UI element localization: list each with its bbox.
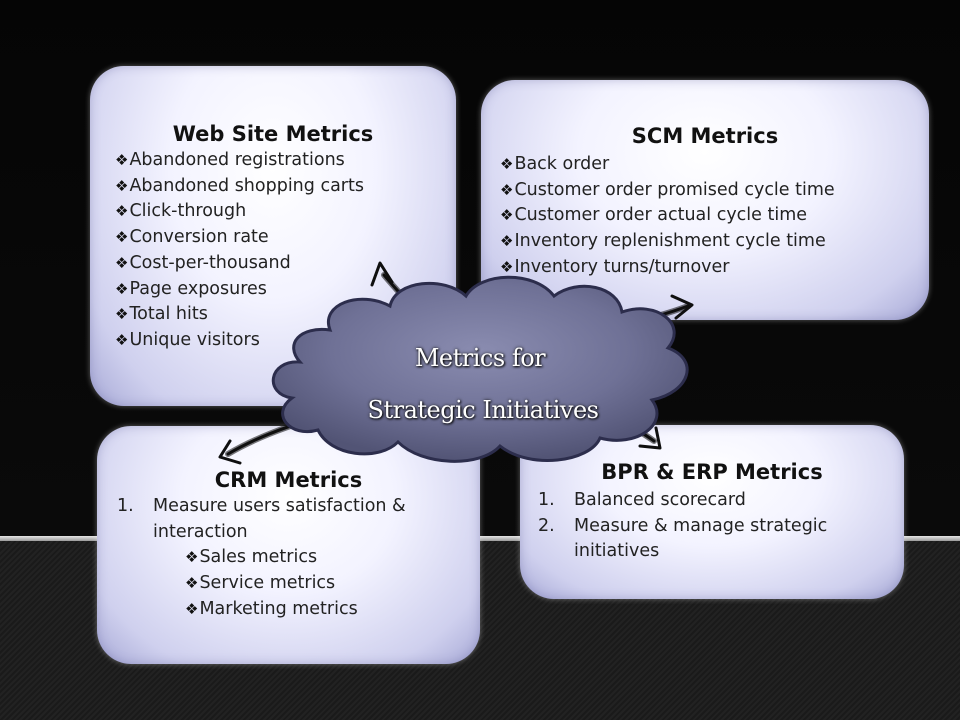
sub-list-item: ❖Service metrics xyxy=(185,573,336,594)
bpr-erp-metrics-title: BPR & ERP Metrics xyxy=(601,460,823,484)
numbered-item-continuation: interaction xyxy=(153,521,248,542)
list-item: ❖Page exposures xyxy=(115,278,267,299)
diamond-bullet-icon: ❖ xyxy=(500,155,514,173)
diamond-bullet-icon: ❖ xyxy=(115,330,129,349)
crm-metrics-title: CRM Metrics xyxy=(214,468,363,492)
diamond-bullet-icon: ❖ xyxy=(500,206,514,225)
web-site-metrics-list: ❖Abandoned registrations ❖Abandoned shop… xyxy=(90,148,456,354)
diamond-bullet-icon: ❖ xyxy=(115,228,129,247)
diamond-bullet-icon: ❖ xyxy=(500,232,514,251)
diamond-bullet-icon: ❖ xyxy=(115,151,129,169)
scm-metrics-panel: SCM Metrics ❖Back order ❖Customer order … xyxy=(481,80,929,320)
list-item: ❖Total hits xyxy=(115,304,208,325)
diamond-bullet-icon: ❖ xyxy=(500,180,514,199)
diamond-bullet-icon: ❖ xyxy=(115,279,129,298)
list-item: ❖Cost-per-thousand xyxy=(115,252,291,273)
list-item: ❖Inventory replenishment cycle time xyxy=(500,231,826,252)
scm-metrics-title: SCM Metrics xyxy=(631,124,779,148)
diamond-bullet-icon: ❖ xyxy=(500,257,514,276)
diamond-bullet-icon: ❖ xyxy=(185,574,199,593)
numbered-item-continuation: initiatives xyxy=(574,541,660,562)
list-item: ❖Unique visitors xyxy=(115,329,260,350)
background-divider xyxy=(0,536,960,541)
list-item: ❖Conversion rate xyxy=(115,227,269,248)
bpr-erp-metrics-list: 1.Balanced scorecard 2.Measure & manage … xyxy=(520,488,904,565)
list-item: ❖Customer order actual cycle time xyxy=(500,205,808,226)
numbered-item: 2.Measure & manage strategic xyxy=(538,514,904,540)
diamond-bullet-icon: ❖ xyxy=(185,599,199,618)
list-item: ❖Back order xyxy=(500,154,610,174)
numbered-item: 1.Balanced scorecard xyxy=(538,488,904,514)
sub-list-item: ❖Marketing metrics xyxy=(185,598,358,619)
item-number: 2. xyxy=(538,515,555,536)
center-title-line-1: Metrics for xyxy=(414,344,546,372)
crm-metrics-panel: CRM Metrics 1.Measure users satisfaction… xyxy=(97,426,480,664)
list-item: ❖Abandoned registrations xyxy=(115,150,345,170)
list-item: ❖Customer order promised cycle time xyxy=(500,179,835,200)
web-site-metrics-panel: Web Site Metrics ❖Abandoned registration… xyxy=(90,66,456,406)
diamond-bullet-icon: ❖ xyxy=(115,253,129,272)
item-number: 1. xyxy=(538,490,555,510)
diamond-bullet-icon: ❖ xyxy=(185,548,199,567)
web-site-metrics-title: Web Site Metrics xyxy=(172,122,374,146)
sub-list-item: ❖Sales metrics xyxy=(185,547,318,568)
diamond-bullet-icon: ❖ xyxy=(115,202,129,221)
numbered-item: 1.Measure users satisfaction & xyxy=(117,494,480,520)
diamond-bullet-icon: ❖ xyxy=(115,176,129,195)
list-item: ❖Click-through xyxy=(115,201,247,222)
diamond-bullet-icon: ❖ xyxy=(115,305,129,324)
center-title-line-2: Strategic Initiatives xyxy=(367,396,599,424)
list-item: ❖Abandoned shopping carts xyxy=(115,175,364,196)
crm-metrics-list: 1.Measure users satisfaction & interacti… xyxy=(97,494,480,623)
item-number: 1. xyxy=(117,496,134,516)
cloud-icon xyxy=(272,275,689,463)
scm-metrics-list: ❖Back order ❖Customer order promised cyc… xyxy=(481,152,929,281)
list-item: ❖Inventory turns/turnover xyxy=(500,256,730,277)
